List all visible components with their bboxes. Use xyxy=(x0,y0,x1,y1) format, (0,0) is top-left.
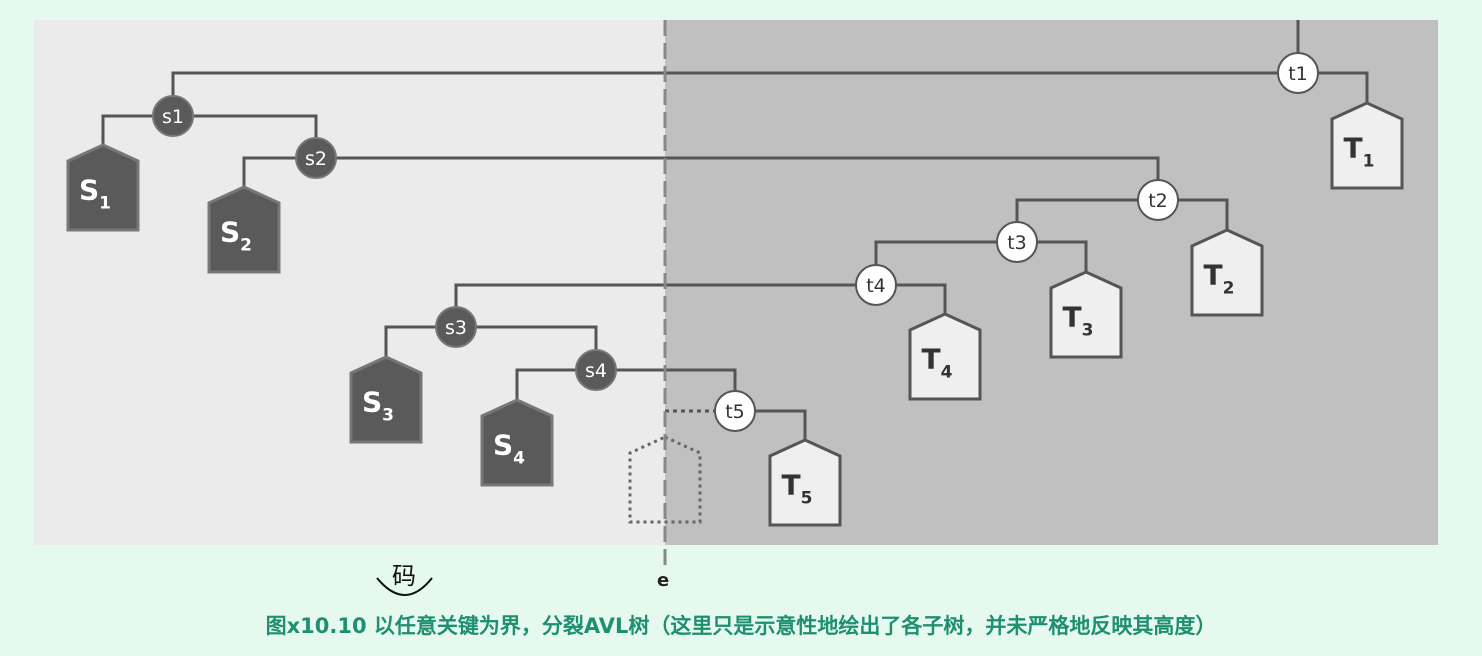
subtree-S1: S1 xyxy=(66,143,140,232)
edge xyxy=(171,71,1369,116)
svg-text:t1: t1 xyxy=(1288,63,1308,85)
node-s2: s2 xyxy=(295,137,337,179)
subtree-S4: S4 xyxy=(480,398,554,487)
svg-text:s3: s3 xyxy=(445,317,467,339)
node-t4: t4 xyxy=(855,264,897,306)
node-t3: t3 xyxy=(996,221,1038,263)
edge xyxy=(874,240,1088,285)
svg-text:t5: t5 xyxy=(725,401,745,423)
subtree-T1: T1 xyxy=(1330,101,1404,190)
svg-text:t4: t4 xyxy=(866,275,886,297)
svg-text:t2: t2 xyxy=(1148,190,1168,212)
edge xyxy=(384,325,598,370)
node-t5: t5 xyxy=(714,390,756,432)
node-s1: s1 xyxy=(152,95,194,137)
node-s3: s3 xyxy=(435,306,477,348)
empty-subtree-placeholder xyxy=(628,435,702,524)
node-t1: t1 xyxy=(1277,52,1319,94)
node-t2: t2 xyxy=(1137,179,1179,221)
svg-text:s1: s1 xyxy=(162,106,184,128)
handwritten-annotation: 码 xyxy=(392,562,416,590)
svg-text:s4: s4 xyxy=(585,360,607,382)
subtree-S3: S3 xyxy=(349,355,423,444)
subtree-T2: T2 xyxy=(1190,228,1264,317)
subtree-S2: S2 xyxy=(207,185,281,274)
subtree-T5: T5 xyxy=(768,438,842,527)
split-key-label: e xyxy=(657,570,670,591)
node-s4: s4 xyxy=(575,349,617,391)
left-region xyxy=(34,20,665,545)
svg-text:s2: s2 xyxy=(305,148,327,170)
svg-text:t3: t3 xyxy=(1007,232,1027,254)
subtree-T4: T4 xyxy=(908,312,982,401)
figure-caption: 图x10.10 以任意关键为界，分裂AVL树（这里只是示意性地绘出了各子树，并未… xyxy=(265,614,1217,638)
edge xyxy=(735,409,807,440)
subtree-T3: T3 xyxy=(1049,270,1123,359)
